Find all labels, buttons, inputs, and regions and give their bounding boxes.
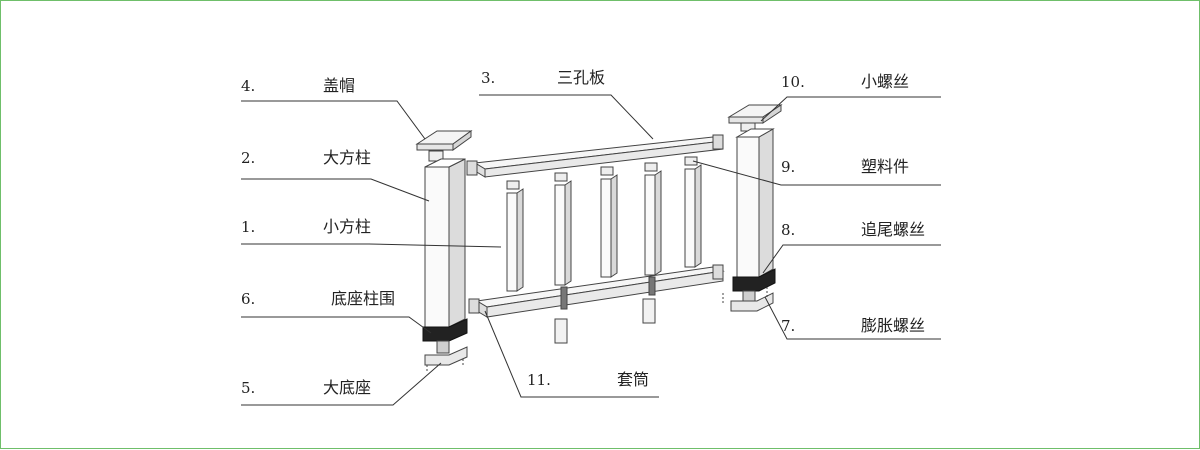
label-1-number: 1. xyxy=(241,218,255,236)
label-4-number: 4. xyxy=(241,77,255,95)
label-3-name: 三孔板 xyxy=(557,68,605,87)
balusters xyxy=(506,156,702,344)
bottom-rail xyxy=(468,264,725,318)
left-post-shaft-front xyxy=(424,166,450,328)
right-post xyxy=(722,104,783,312)
label-5-number: 5. xyxy=(241,379,255,397)
label-5-name: 大底座 xyxy=(323,378,371,397)
label-8-number: 8. xyxy=(781,221,795,239)
label-3-number: 3. xyxy=(481,69,495,87)
label-10-name: 小螺丝 xyxy=(861,72,909,91)
right-base-cover xyxy=(732,268,776,292)
left-base-cover xyxy=(422,318,468,342)
left-post-shaft-side xyxy=(448,158,466,328)
baluster-5 xyxy=(684,156,702,268)
left-cap-side xyxy=(452,130,472,151)
left-base-plate xyxy=(424,346,468,366)
label-1-name: 小方柱 xyxy=(323,217,371,236)
label-7-name: 膨胀螺丝 xyxy=(861,316,925,335)
left-post-shaft-top xyxy=(424,158,466,168)
left-cap-front xyxy=(416,143,454,151)
right-base-plate xyxy=(730,292,774,312)
labels: 4. 盖帽 2. 大方柱 1. 小方柱 6. 底座柱围 5. 大底座 3. 三孔… xyxy=(241,68,925,397)
right-post-shaft-side xyxy=(758,128,774,278)
right-cap-side xyxy=(762,104,782,124)
label-7-number: 7. xyxy=(781,317,795,335)
label-6-number: 6. xyxy=(241,290,255,308)
baluster-4 xyxy=(642,162,662,324)
label-9-number: 9. xyxy=(781,158,795,176)
label-8-name: 追尾螺丝 xyxy=(861,220,925,239)
left-post xyxy=(415,130,473,371)
label-2-number: 2. xyxy=(241,149,255,167)
label-9-name: 塑料件 xyxy=(861,157,909,176)
baluster-1 xyxy=(506,180,524,292)
right-cap-front xyxy=(728,116,764,124)
top-rail-end-right xyxy=(712,134,724,150)
label-11-name: 套筒 xyxy=(617,370,649,389)
label-6-name: 底座柱围 xyxy=(331,289,395,308)
baluster-2 xyxy=(554,172,572,344)
top-rail-end-left xyxy=(466,160,478,176)
label-2-name: 大方柱 xyxy=(323,148,371,167)
baluster-3 xyxy=(600,166,618,278)
left-base-stem xyxy=(436,340,450,354)
label-10-number: 10. xyxy=(781,73,805,91)
label-4-name: 盖帽 xyxy=(323,76,355,95)
label-11-number: 11. xyxy=(527,371,551,389)
right-post-shaft-front xyxy=(736,136,760,278)
top-rail xyxy=(466,134,724,178)
leader-lines xyxy=(241,94,941,406)
